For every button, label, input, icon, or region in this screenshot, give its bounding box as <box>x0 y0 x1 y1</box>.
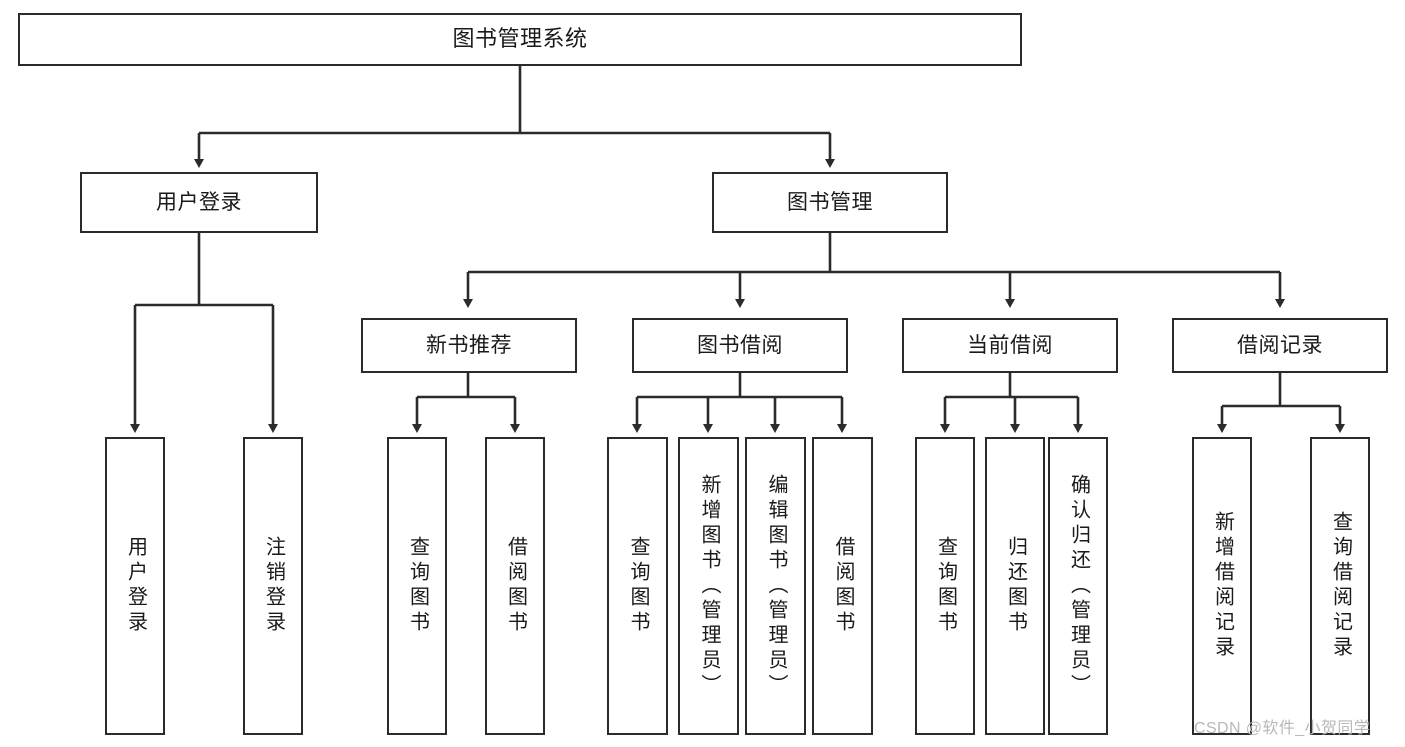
node-leaf-add-borrow-record[interactable]: 新增借阅记录 <box>1192 437 1252 735</box>
node-borrow-record[interactable]: 借阅记录 <box>1172 318 1388 373</box>
node-label: 当前借阅 <box>967 333 1053 357</box>
node-user-login[interactable]: 用户登录 <box>80 172 318 233</box>
node-label: 借阅记录 <box>1237 333 1323 357</box>
node-label: 新增图书（管理员） <box>698 473 720 699</box>
node-label: 查询图书 <box>406 536 429 636</box>
node-label: 新增借阅记录 <box>1211 511 1234 661</box>
node-current-borrow[interactable]: 当前借阅 <box>902 318 1118 373</box>
node-label: 用户登录 <box>124 536 147 636</box>
node-leaf-query-borrow-record[interactable]: 查询借阅记录 <box>1310 437 1370 735</box>
node-leaf-user-login[interactable]: 用户登录 <box>105 437 165 735</box>
node-label: 编辑图书（管理员） <box>765 473 787 699</box>
node-label: 图书管理 <box>787 190 873 214</box>
node-leaf-confirm-return-admin[interactable]: 确认归还（管理员） <box>1048 437 1108 735</box>
node-leaf-query-book-current[interactable]: 查询图书 <box>915 437 975 735</box>
node-book-borrow[interactable]: 图书借阅 <box>632 318 848 373</box>
node-label: 归还图书 <box>1004 536 1027 636</box>
csdn-watermark: CSDN @软件_小贺同学 <box>1194 720 1371 737</box>
node-label: 新书推荐 <box>426 333 512 357</box>
node-leaf-borrow-book[interactable]: 借阅图书 <box>812 437 873 735</box>
node-label: 查询图书 <box>934 536 957 636</box>
node-label: 借阅图书 <box>832 536 854 636</box>
node-book-management[interactable]: 图书管理 <box>712 172 948 233</box>
node-leaf-query-book-borrow[interactable]: 查询图书 <box>607 437 668 735</box>
node-leaf-logout-login[interactable]: 注销登录 <box>243 437 303 735</box>
node-new-book-recommend[interactable]: 新书推荐 <box>361 318 577 373</box>
node-label: 注销登录 <box>262 536 285 636</box>
node-label: 图书管理系统 <box>452 26 588 52</box>
node-label: 查询图书 <box>627 536 649 636</box>
node-label: 查询借阅记录 <box>1329 511 1352 661</box>
node-label: 借阅图书 <box>504 536 527 636</box>
node-label: 用户登录 <box>156 190 242 214</box>
node-label: 图书借阅 <box>697 333 783 357</box>
node-leaf-add-book-admin[interactable]: 新增图书（管理员） <box>678 437 739 735</box>
node-leaf-query-book-recommend[interactable]: 查询图书 <box>387 437 447 735</box>
node-leaf-return-book[interactable]: 归还图书 <box>985 437 1045 735</box>
node-root-book-management-system[interactable]: 图书管理系统 <box>18 13 1022 66</box>
node-label: 确认归还（管理员） <box>1067 473 1090 699</box>
node-leaf-edit-book-admin[interactable]: 编辑图书（管理员） <box>745 437 806 735</box>
node-leaf-borrow-book-recommend[interactable]: 借阅图书 <box>485 437 545 735</box>
